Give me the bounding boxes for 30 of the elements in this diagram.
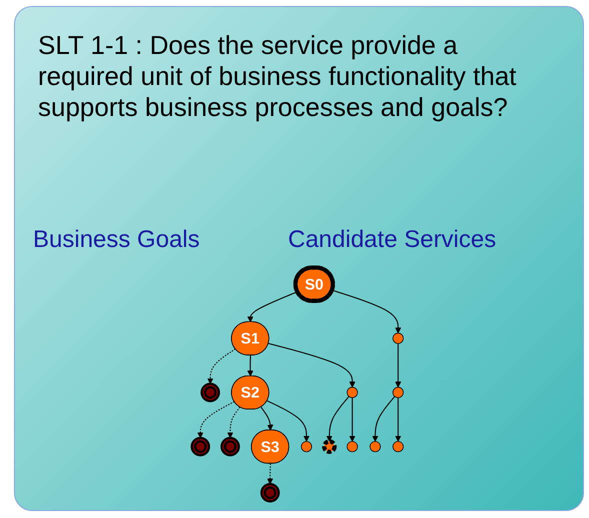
arrow xyxy=(260,406,274,431)
arrow xyxy=(197,401,235,438)
arrow xyxy=(207,348,236,384)
arrow xyxy=(349,398,356,442)
node-circle xyxy=(300,441,312,452)
node-circle xyxy=(346,386,358,398)
arrow xyxy=(326,396,350,442)
arrow xyxy=(247,355,254,376)
node-circle xyxy=(322,439,337,454)
arrow xyxy=(372,396,396,442)
column-heading: Candidate Services xyxy=(288,226,496,254)
arrow xyxy=(332,290,402,334)
node-circle xyxy=(346,441,358,452)
node-circle xyxy=(370,441,381,452)
node-circle xyxy=(190,436,210,456)
arrow xyxy=(266,400,310,442)
node-circle xyxy=(392,441,404,452)
node-circle xyxy=(392,386,404,398)
node-circle xyxy=(392,332,404,344)
node-circle xyxy=(220,436,240,456)
arrow xyxy=(395,398,402,442)
node-circle xyxy=(200,382,220,402)
arrow xyxy=(227,406,240,438)
node-circle xyxy=(260,483,280,502)
arrow xyxy=(268,342,356,388)
title: SLT 1-1 : Does the service provide a required unit of business functionality that supports business processes and goals? xyxy=(38,30,518,123)
column-heading: Business Goals xyxy=(33,226,200,254)
arrow xyxy=(267,464,274,484)
arrow xyxy=(247,291,298,322)
arrow xyxy=(395,344,402,388)
